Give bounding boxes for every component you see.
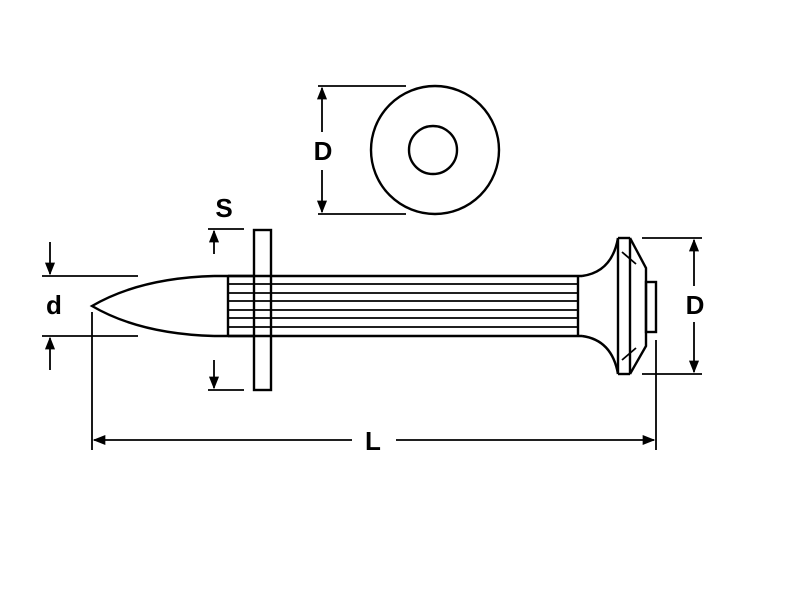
shank-diameter-label: d xyxy=(46,290,62,320)
knurled-shank xyxy=(226,274,582,338)
head-diameter-dimension-side: D xyxy=(642,237,705,375)
washer-thickness-label: S xyxy=(215,193,232,223)
side-view: d S D L xyxy=(42,193,704,456)
shank-diameter-dimension: d xyxy=(42,242,138,370)
neck-top xyxy=(581,237,620,278)
washer-dimension: S xyxy=(208,193,244,391)
total-length-label: L xyxy=(365,426,381,456)
nail-head xyxy=(616,236,658,376)
head-diameter-label-side: D xyxy=(686,290,705,320)
nail-tip xyxy=(89,274,215,338)
length-dimension: L xyxy=(91,312,657,456)
head-outer-circle xyxy=(369,84,501,216)
top-view: D xyxy=(314,84,501,216)
neck-bottom xyxy=(581,334,620,375)
head-inner-circle xyxy=(407,124,459,176)
head-diameter-label-top: D xyxy=(314,136,333,166)
